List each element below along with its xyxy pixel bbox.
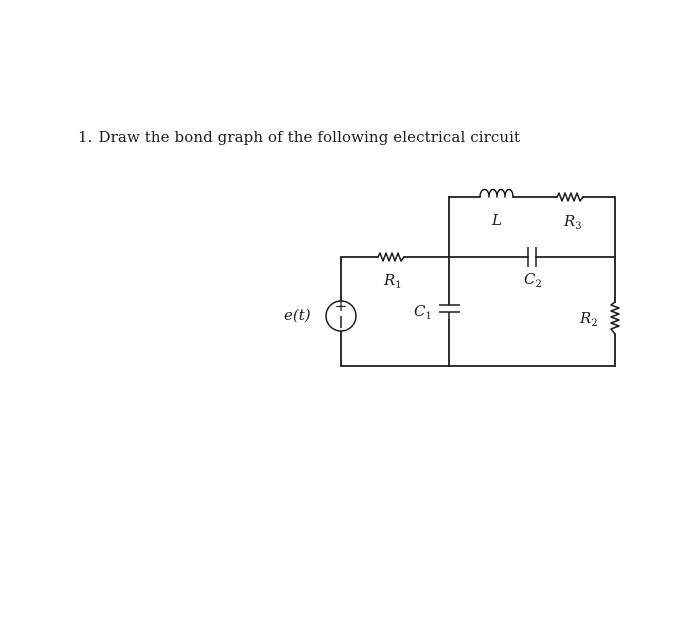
question-number: 1. (78, 128, 93, 146)
question-prompt: Draw the bond graph of the following ele… (98, 128, 521, 146)
capacitor-c2 (527, 247, 537, 267)
circuit-wires (340, 196, 616, 367)
inductor-l (479, 188, 514, 198)
r2-label: R2 (579, 309, 598, 329)
c2-label: C2 (524, 270, 542, 290)
source-label: e(t) (284, 306, 311, 324)
wire-R3-to-right (582, 196, 616, 258)
capacitor-c1 (439, 304, 460, 320)
r3-label: R3 (563, 212, 582, 232)
voltage-source: + (325, 297, 357, 332)
resistor-r2 (610, 301, 620, 335)
l-label: L (491, 211, 502, 229)
r1-label: R1 (383, 271, 402, 291)
wire-source-top (340, 256, 379, 301)
c1-label: C1 (414, 302, 432, 322)
resistor-r3 (556, 192, 584, 202)
source-plus-sign: + (335, 297, 348, 315)
resistor-r1 (377, 252, 405, 262)
question-text: 1. Draw the bond graph of the following e… (78, 128, 520, 146)
wire-R2-to-bottom (340, 331, 616, 367)
wire-C2-to-right (535, 256, 616, 303)
